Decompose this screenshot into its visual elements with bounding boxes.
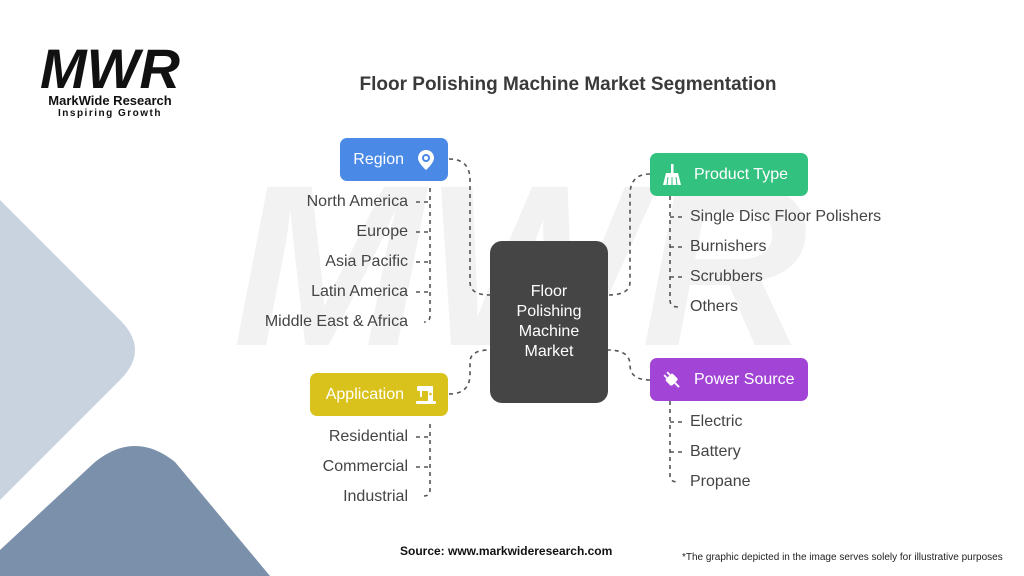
- center-node: Floor Polishing Machine Market: [490, 241, 608, 403]
- page-title: Floor Polishing Machine Market Segmentat…: [359, 74, 777, 95]
- mwr-logo-icon: MWR: [40, 37, 181, 100]
- product-type-item: Others: [690, 298, 739, 315]
- region-item: Asia Pacific: [325, 253, 408, 270]
- bracket-power: [669, 401, 679, 483]
- connector-region: [448, 158, 491, 296]
- application-item: Commercial: [322, 458, 408, 475]
- brand-tagline: Inspiring Growth: [58, 108, 162, 119]
- region-item: Europe: [356, 223, 408, 240]
- sewing-machine-icon: [414, 383, 438, 407]
- region-item: Latin America: [311, 283, 408, 300]
- connector-product: [607, 173, 651, 296]
- segment-power-source-label: Power Source: [694, 370, 795, 388]
- region-item: Middle East & Africa: [264, 313, 408, 330]
- disclaimer-text: *The graphic depicted in the image serve…: [682, 552, 1003, 563]
- connector-power: [607, 349, 651, 381]
- power-source-item: Battery: [690, 443, 741, 460]
- power-source-item: Electric: [690, 413, 743, 430]
- product-type-item: Scrubbers: [690, 268, 763, 285]
- brand-logo: MWR: [34, 37, 186, 100]
- gear-pin-icon: [414, 148, 438, 172]
- connector-application: [448, 349, 491, 395]
- plug-icon: [660, 368, 684, 392]
- bracket-application: [423, 424, 431, 497]
- broom-icon: [660, 163, 684, 187]
- product-type-item: Single Disc Floor Polishers: [690, 208, 882, 225]
- bracket-product: [669, 196, 679, 308]
- application-item: Residential: [328, 428, 408, 445]
- segment-region-label: Region: [353, 150, 404, 168]
- segment-product-type: Product Type: [650, 153, 808, 196]
- region-item: North America: [306, 193, 408, 210]
- source-text: Source: www.markwideresearch.com: [400, 544, 613, 558]
- segment-product-type-label: Product Type: [694, 165, 788, 183]
- power-source-item: Propane: [690, 473, 751, 490]
- segment-region: Region: [340, 138, 448, 181]
- bracket-region: [423, 188, 431, 323]
- product-type-item: Burnishers: [690, 238, 767, 255]
- segment-application-label: Application: [325, 385, 404, 403]
- center-node-label: Floor Polishing Machine Market: [516, 283, 582, 360]
- brand-name: MarkWide Research: [48, 93, 172, 108]
- svg-text:MWR: MWR: [40, 40, 181, 94]
- decor-shape-bottom: [0, 446, 270, 576]
- application-item: Industrial: [343, 488, 408, 505]
- segment-power-source: Power Source: [650, 358, 808, 401]
- segment-application: Application: [310, 373, 448, 416]
- decor-shape-top: [0, 200, 135, 500]
